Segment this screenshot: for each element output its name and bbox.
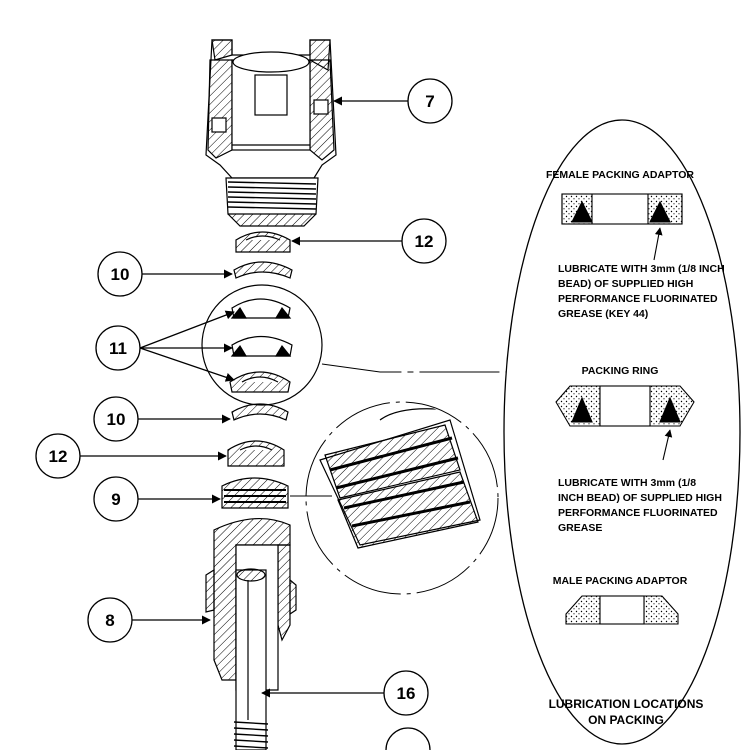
- callout-10-top: 10: [111, 265, 130, 284]
- callout-11: 11: [109, 339, 127, 358]
- callout-circle-10-bottom: [93, 396, 139, 442]
- callout-circle-8: [87, 597, 133, 643]
- callout-7: 7: [425, 92, 434, 111]
- callout-circle-7: [407, 78, 453, 124]
- callout-circle-12-top: [401, 218, 447, 264]
- packing-magnified-detail: [290, 401, 499, 595]
- callout-12-top: 12: [415, 232, 434, 251]
- footer-line-1: LUBRICATION LOCATIONS: [549, 697, 704, 711]
- female-note-line-3: PERFORMANCE FLUORINATED: [558, 293, 718, 305]
- ring-note-line-1: LUBRICATE WITH 3mm (1/8: [558, 477, 696, 489]
- callout-12-bottom: 12: [49, 447, 68, 466]
- spacer-part-10-top: [233, 261, 293, 279]
- packing-rings-part-11: [201, 284, 323, 406]
- packing-part-12-top: [235, 231, 291, 253]
- detail-leader-line: [321, 363, 506, 373]
- callout-16: 16: [397, 684, 416, 703]
- lubrication-detail-ellipse: FEMALE PACKING ADAPTOR LUBRICATE WITH 3m…: [503, 119, 741, 745]
- ring-note-line-2: INCH BEAD) OF SUPPLIED HIGH: [558, 492, 722, 504]
- packing-set-part-9: [221, 477, 289, 509]
- callout-circle-16: [383, 670, 429, 716]
- callout-circle-12-bottom: [35, 433, 81, 479]
- ring-note-line-3: PERFORMANCE FLUORINATED: [558, 507, 718, 519]
- callout-circle-11: [95, 325, 141, 371]
- callout-circle-10-top: [97, 251, 143, 297]
- male-adaptor-drawing: [565, 595, 679, 625]
- ring-note-line-4: GREASE: [558, 522, 602, 534]
- footer-line-2: ON PACKING: [588, 713, 664, 727]
- female-note-line-2: BEAD) OF SUPPLIED HIGH: [558, 278, 693, 290]
- female-note-line-4: GREASE (KEY 44): [558, 308, 648, 320]
- packing-ring-drawing: [555, 385, 695, 461]
- gland-nut-part-7: [205, 39, 337, 227]
- packing-part-12-bottom: [227, 440, 285, 467]
- piston-rod-part-16: [233, 568, 269, 750]
- callout-circle-9: [93, 476, 139, 522]
- callout-10-bottom: 10: [107, 410, 126, 429]
- spacer-part-10-bottom: [231, 403, 289, 421]
- male-adaptor-title: MALE PACKING ADAPTOR: [553, 575, 688, 587]
- callout-9: 9: [111, 490, 120, 509]
- female-adaptor-title: FEMALE PACKING ADAPTOR: [546, 169, 694, 181]
- callout-circle-partial: [385, 727, 431, 750]
- packing-ring-title: PACKING RING: [582, 365, 659, 377]
- female-adaptor-drawing: [561, 193, 683, 261]
- female-note-line-1: LUBRICATE WITH 3mm (1/8 INCH: [558, 263, 725, 275]
- callout-8: 8: [105, 611, 114, 630]
